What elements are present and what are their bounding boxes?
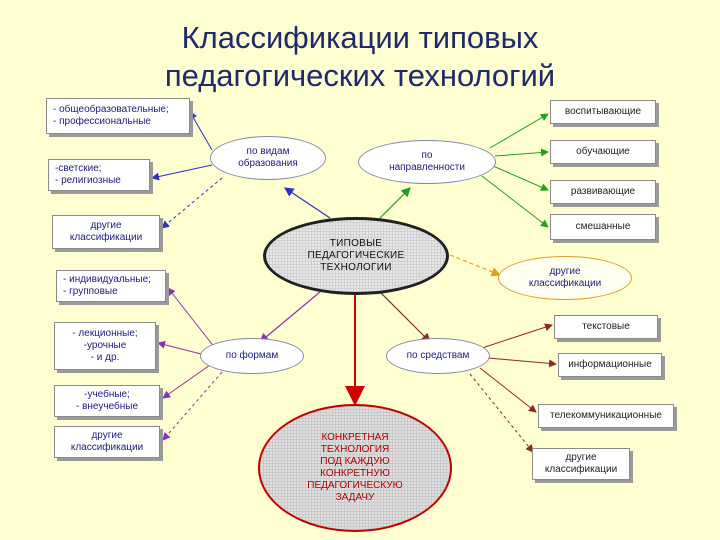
box-lecture-lesson: - лекционные; -урочные - и др.: [54, 322, 156, 370]
criterion-other-label: другие классификации: [528, 266, 602, 289]
arrow-to-mixed: [481, 175, 549, 228]
box-developing-label: развивающие: [570, 186, 636, 197]
criterion-by-direction: по направленности: [358, 140, 496, 184]
arrow-to-other-means: [469, 373, 534, 453]
central-node-label: ТИПОВЫЕ ПЕДАГОГИЧЕСКИЕ ТЕХНОЛОГИИ: [307, 238, 405, 273]
box-text-label: текстовые: [582, 321, 630, 332]
box-secular-religious: -светские; - религиозные: [48, 159, 150, 191]
box-teaching-label: обучающие: [576, 146, 630, 157]
arrow-to-secular: [151, 164, 213, 181]
box-individual-group-label: - индивидуальные; - групповые: [63, 274, 151, 297]
criterion-by-direction-label: по направленности: [389, 150, 465, 173]
box-other-classifications-1: другие классификации: [52, 215, 160, 249]
box-general-professional-label: - общеобразовательные; - профессиональны…: [53, 104, 169, 127]
arrow-to-by-education: [284, 187, 331, 219]
box-other-classifications-2: другие классификации: [54, 426, 160, 458]
arrow-to-other1: [161, 177, 223, 229]
arrow-to-lecture: [157, 340, 206, 356]
criterion-by-education: по видам образования: [210, 136, 326, 180]
box-other-classifications-2-label: другие классификации: [70, 430, 144, 453]
concrete-technology-node: КОНКРЕТНАЯ ТЕХНОЛОГИЯ ПОД КАЖДУЮ КОНКРЕТ…: [258, 404, 452, 532]
criterion-by-education-label: по видам образования: [238, 146, 298, 169]
box-upbringing-label: воспитывающие: [564, 106, 642, 117]
box-upbringing: воспитывающие: [550, 100, 656, 124]
box-lecture-lesson-label: - лекционные; -урочные - и др.: [72, 328, 138, 363]
box-study-extracurricular: -учебные; - внеучебные: [54, 385, 160, 417]
arrow-to-general: [189, 111, 213, 151]
criterion-by-forms: по формам: [200, 338, 304, 374]
arrow-to-telecom: [479, 367, 537, 413]
arrow-to-text: [481, 323, 553, 349]
box-teaching: обучающие: [550, 140, 656, 164]
central-node: ТИПОВЫЕ ПЕДАГОГИЧЕСКИЕ ТЕХНОЛОГИИ: [263, 217, 449, 295]
criterion-by-means: по средствам: [386, 338, 490, 374]
box-information-label: информационные: [568, 359, 652, 370]
arrow-to-other: [449, 254, 502, 277]
box-study-extracurricular-label: -учебные; - внеучебные: [75, 389, 139, 412]
criterion-by-means-label: по средствам: [406, 350, 470, 361]
box-other-classifications-means: другие классификации: [532, 448, 630, 480]
box-general-professional: - общеобразовательные; - профессиональны…: [46, 98, 190, 134]
arrow-to-by-forms: [259, 291, 321, 343]
box-mixed: смешанные: [550, 214, 656, 240]
page-title-line1: Классификации типовых: [181, 20, 539, 55]
box-individual-group: - индивидуальные; - групповые: [56, 270, 166, 302]
arrow-to-by-means: [379, 291, 431, 343]
arrow-to-study: [162, 364, 211, 399]
concrete-technology-label: КОНКРЕТНАЯ ТЕХНОЛОГИЯ ПОД КАЖДУЮ КОНКРЕТ…: [307, 432, 403, 503]
box-telecommunication: телекоммуникационные: [538, 404, 674, 428]
arrow-to-upbringing: [489, 113, 549, 149]
box-information: информационные: [558, 353, 662, 377]
arrow-to-individual: [167, 287, 216, 349]
box-developing: развивающие: [550, 180, 656, 204]
arrow-to-developing: [492, 165, 549, 191]
box-other-classifications-1-label: другие классификации: [69, 220, 143, 243]
box-other-classifications-means-label: другие классификации: [544, 452, 618, 475]
arrow-to-information: [487, 357, 557, 368]
box-secular-religious-label: -светские; - религиозные: [55, 163, 121, 186]
arrow-to-teaching: [494, 148, 549, 157]
page-title-line2: педагогических технологий: [164, 58, 556, 93]
box-telecommunication-label: телекоммуникационные: [550, 410, 662, 421]
box-text: текстовые: [554, 315, 658, 339]
criterion-other: другие классификации: [498, 256, 632, 300]
arrow-to-by-direction: [379, 187, 411, 219]
arrow-to-other2: [162, 371, 223, 441]
box-mixed-label: смешанные: [575, 221, 631, 232]
criterion-by-forms-label: по формам: [225, 350, 279, 361]
